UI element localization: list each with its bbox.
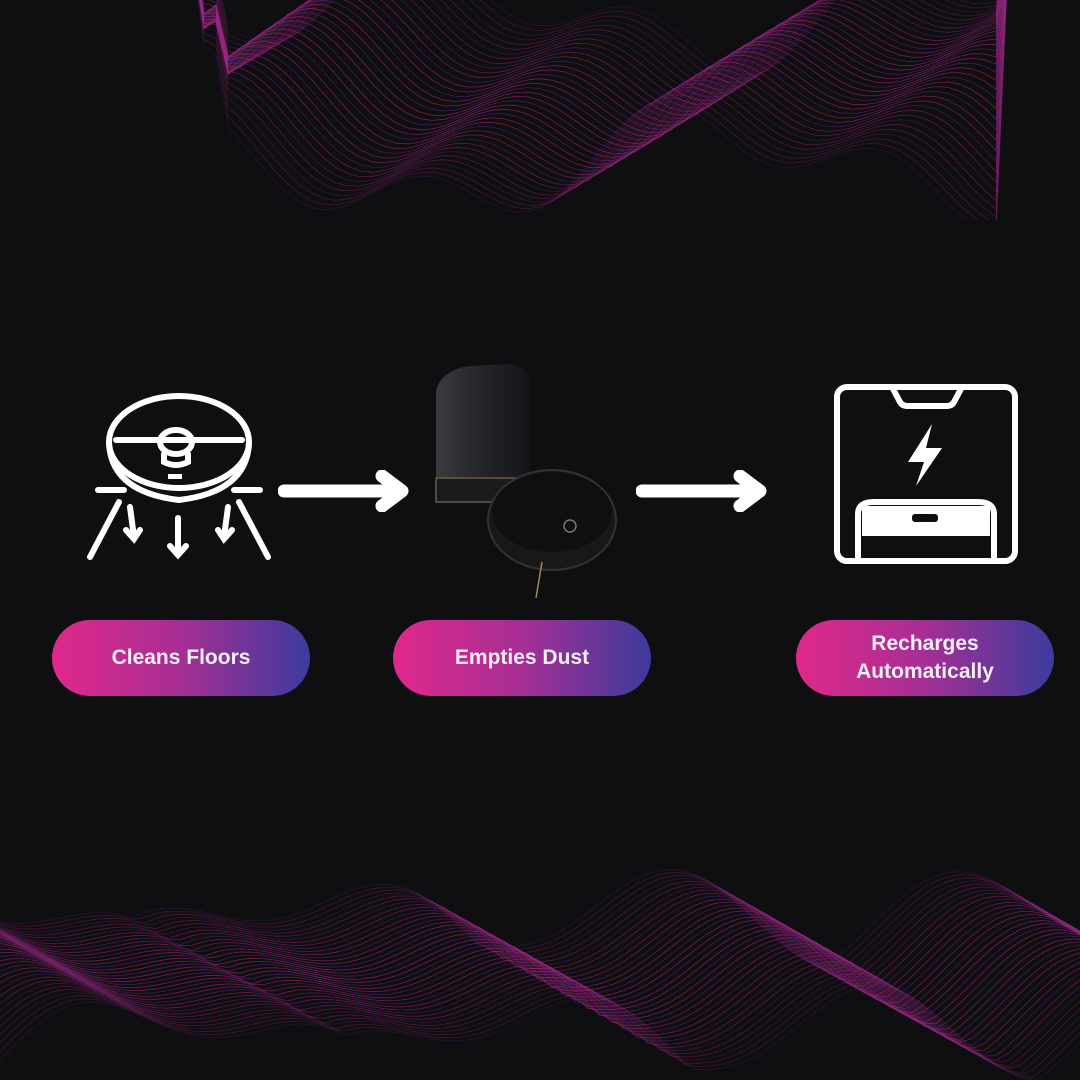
wave-line: [0, 886, 1080, 985]
wave-line: [200, 0, 1007, 202]
wave-line: [0, 895, 1080, 992]
decorative-waves-top: [197, 0, 1007, 220]
wave-line: [200, 0, 1006, 172]
wave-line: [0, 978, 1080, 1075]
wave-line: [0, 868, 1080, 966]
wave-line: [199, 0, 1003, 145]
wave-line: [216, 0, 999, 98]
decorative-waves-bottom: [0, 868, 1080, 1080]
wave-line: [0, 976, 1080, 1074]
wave-line: [0, 919, 1080, 1017]
wave-line: [0, 907, 1080, 1005]
wave-line: [199, 0, 1002, 134]
wave-line: [200, 0, 1006, 169]
wave-line: [219, 0, 998, 87]
wave-line: [0, 958, 1080, 1055]
wave-line: [222, 0, 992, 76]
wave-line: [198, 0, 1007, 220]
wave-line: [0, 913, 1080, 1011]
wave-line: [200, 0, 1006, 176]
wave-line: [197, 0, 1007, 220]
wave-line: [200, 0, 1007, 189]
wave-line: [201, 0, 1006, 182]
wave-line: [0, 967, 1080, 1063]
wave-line: [200, 0, 1000, 116]
wave-line: [199, 0, 1003, 140]
wave-line: [199, 0, 1003, 148]
wave-line: [0, 877, 1080, 976]
wave-line: [0, 898, 1080, 997]
wave-line: [200, 0, 1005, 165]
wave-line: [0, 892, 1080, 991]
wave-line: [200, 0, 1007, 193]
wave-line: [201, 0, 1000, 109]
wave-line: [199, 0, 1004, 155]
wave-line: [200, 0, 1000, 119]
wave-line: [0, 910, 1080, 1009]
wave-line: [199, 0, 1002, 137]
step-label-cleans-floors: Cleans Floors: [52, 620, 310, 696]
wave-line: [220, 0, 998, 83]
wave-line: [199, 0, 1004, 152]
step-label-recharges-automatically: Recharges Automatically: [796, 620, 1054, 696]
arrow-right-icon: [278, 470, 409, 512]
wave-line: [201, 0, 1000, 112]
wave-line: [0, 883, 1080, 982]
wave-line: [199, 0, 1001, 130]
wave-line: [200, 0, 1005, 162]
wave-line: [201, 0, 1007, 186]
wave-line: [0, 871, 1080, 971]
wave-line: [0, 970, 1080, 1068]
wave-line: [199, 0, 1005, 158]
arrow-right-icon: [636, 470, 767, 512]
wave-line: [0, 972, 1080, 1069]
robot-vacuum-cleaning-icon: [87, 393, 271, 560]
wave-line: [0, 901, 1080, 999]
charging-dock-icon: [834, 384, 1018, 564]
wave-line: [199, 0, 1001, 127]
wave-line: [217, 0, 999, 94]
wave-line: [0, 874, 1080, 972]
wave-line: [218, 0, 999, 91]
wave-line: [199, 0, 1001, 123]
wave-line: [206, 0, 999, 102]
wave-line: [0, 982, 1080, 1079]
wave-line: [0, 928, 1080, 1025]
wave-line: [0, 880, 1080, 979]
step-label-text: Cleans Floors: [111, 646, 251, 669]
step-label-empties-dust: Empties Dust: [393, 620, 651, 696]
wave-line: [0, 916, 1080, 1014]
wave-line: [0, 934, 1080, 1031]
wave-line: [0, 889, 1080, 987]
wave-line: [198, 0, 1007, 220]
wave-line: [199, 0, 1007, 218]
wave-line: [201, 0, 1006, 179]
wave-line: [199, 0, 1007, 210]
robot-vacuum-dock-image: [435, 364, 617, 599]
wave-line: [202, 0, 1000, 105]
step-label-text: Recharges Automatically: [856, 632, 994, 683]
wave-line: [221, 0, 997, 80]
step-label-text: Empties Dust: [454, 646, 590, 669]
wave-line: [0, 984, 1080, 1080]
